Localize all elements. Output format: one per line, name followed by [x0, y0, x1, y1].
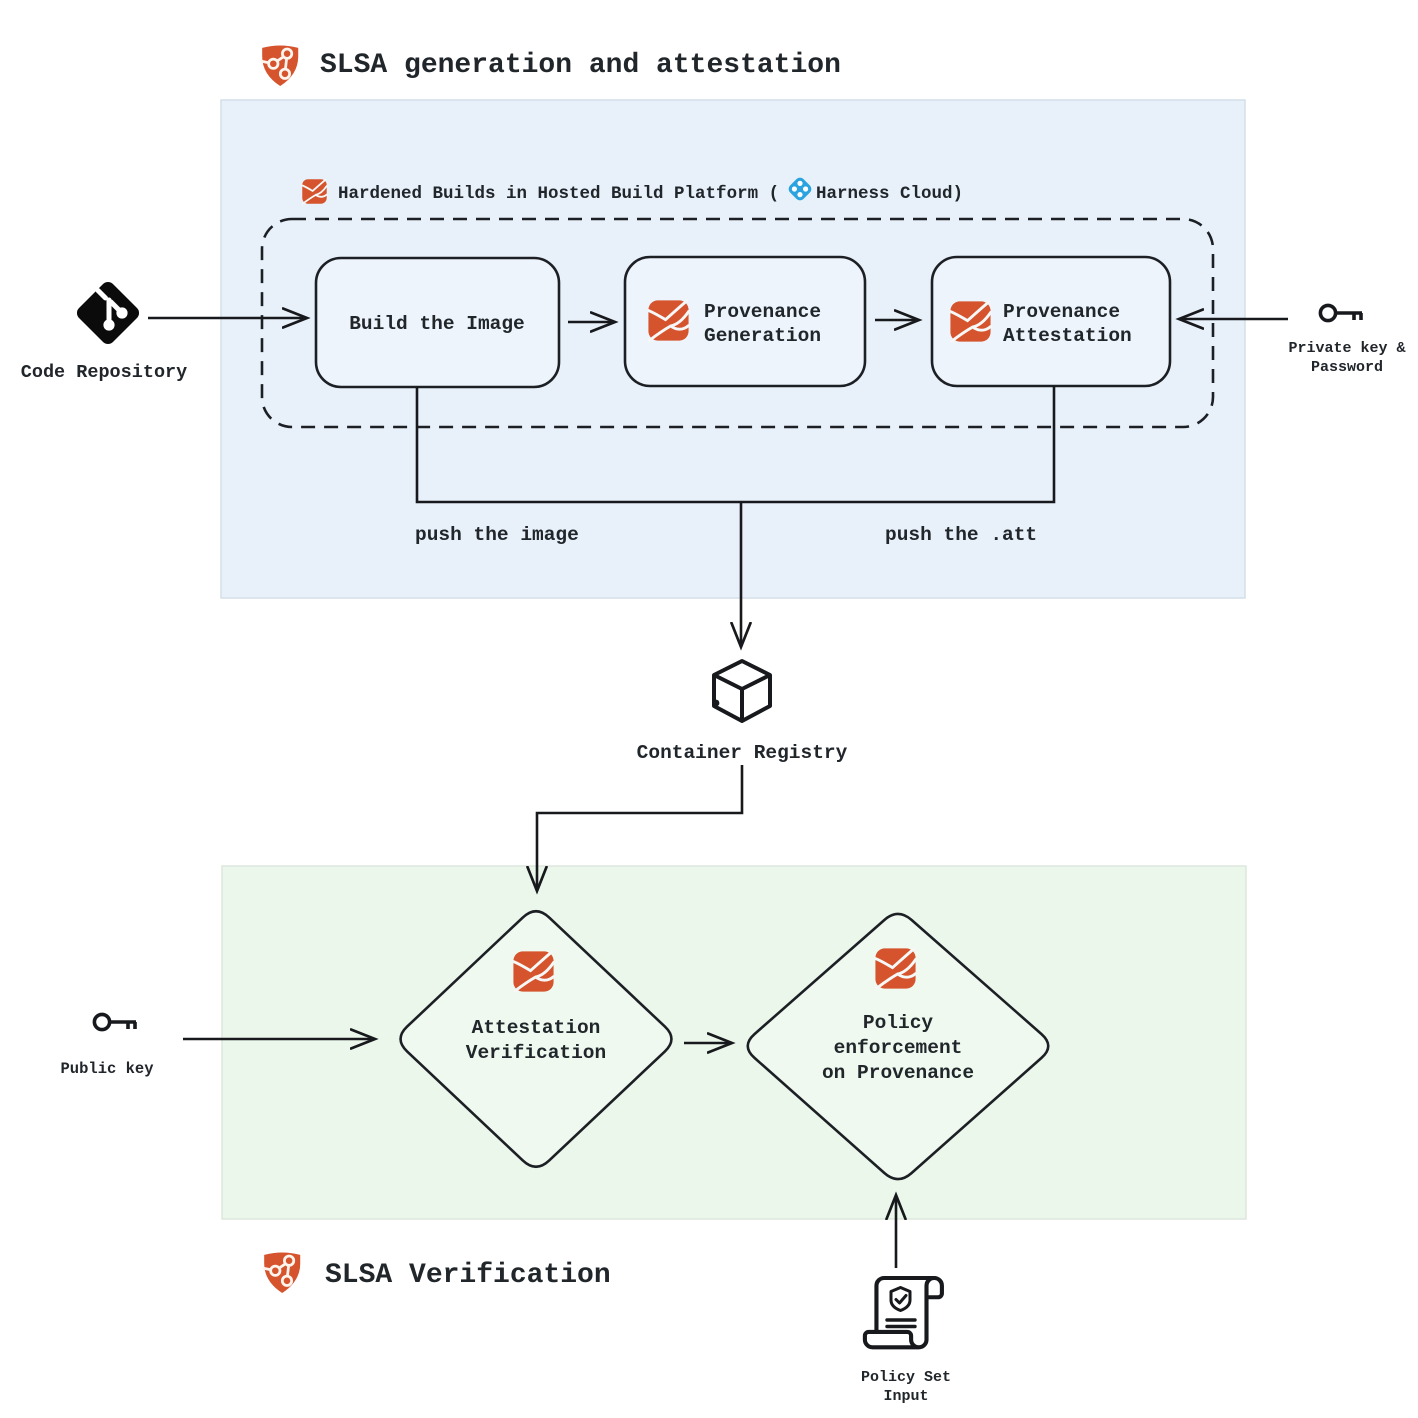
svg-text:Policy Set: Policy Set [861, 1369, 951, 1386]
svg-text:enforcement: enforcement [834, 1037, 963, 1059]
svg-text:Private key &: Private key & [1288, 340, 1405, 357]
svg-text:Verification: Verification [466, 1042, 606, 1064]
svg-text:Build the Image: Build the Image [349, 313, 525, 335]
svg-text:Hardened Builds in Hosted Buil: Hardened Builds in Hosted Build Platform… [338, 184, 779, 204]
svg-text:SLSA Verification: SLSA Verification [325, 1260, 611, 1291]
svg-text:push the image: push the image [415, 524, 579, 546]
svg-text:Provenance: Provenance [704, 301, 821, 323]
svg-text:Harness Cloud): Harness Cloud) [816, 184, 963, 204]
svg-text:SLSA generation and attestatio: SLSA generation and attestation [320, 50, 841, 81]
svg-text:Provenance: Provenance [1003, 301, 1120, 323]
svg-text:Policy: Policy [863, 1012, 934, 1034]
svg-text:Code Repository: Code Repository [21, 362, 188, 383]
svg-text:Attestation: Attestation [1003, 325, 1132, 347]
svg-text:Input: Input [883, 1388, 928, 1405]
svg-text:Public key: Public key [60, 1060, 153, 1078]
svg-text:Generation: Generation [704, 325, 821, 347]
svg-text:on Provenance: on Provenance [822, 1062, 974, 1084]
svg-text:Attestation: Attestation [472, 1017, 601, 1039]
svg-text:Container Registry: Container Registry [637, 742, 848, 764]
svg-text:push the .att: push the .att [885, 524, 1037, 546]
svg-text:Password: Password [1311, 359, 1383, 376]
